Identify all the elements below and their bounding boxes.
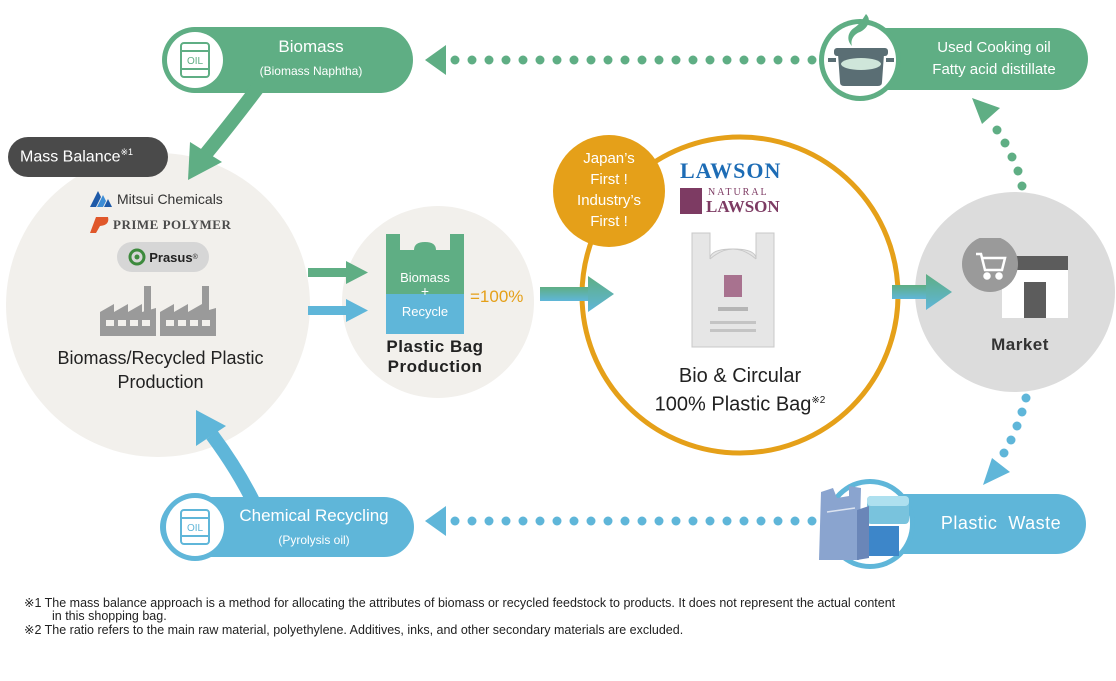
- footnote-1-line2: in this shopping bag.: [52, 609, 167, 623]
- footnote-1-line1: ※1 The mass balance approach is a method…: [24, 596, 896, 610]
- bag-biomass-label: Biomass: [400, 270, 450, 285]
- product-note: ※2: [811, 395, 826, 406]
- shopping-bag-icon: [688, 225, 778, 350]
- dotted-arrow-market-down: [983, 393, 1031, 485]
- mitsui-mark-icon: [90, 191, 112, 207]
- split-bag-icon: [384, 232, 466, 336]
- biomass-subtitle: (Biomass Naphtha): [259, 64, 363, 78]
- shopping-cart-icon: [976, 252, 1007, 280]
- product-line2-wrap: 100% Plastic Bag※2: [620, 389, 860, 417]
- waste-label: Plastic Waste: [940, 513, 1062, 533]
- waste-bags-icon: [815, 482, 915, 562]
- arrow-green-right: [308, 268, 346, 277]
- mitsui-logo: Mitsui Chemicals: [88, 188, 223, 210]
- arrow-chem-up: [206, 430, 262, 509]
- first-badge: [553, 135, 665, 247]
- market-icon: [962, 236, 1070, 318]
- prasus-mark-icon: [128, 248, 146, 266]
- biomass-title: Biomass: [278, 37, 344, 56]
- prime-text: PRIME POLYMER: [113, 217, 232, 232]
- dotted-arrow-bottom: [425, 506, 817, 536]
- used-oil-line2: Fatty acid distillate: [932, 61, 1056, 78]
- chem-oil-drum-icon-label: OIL: [187, 523, 204, 534]
- production-circle: [6, 153, 310, 457]
- prasus-logo: Prasus®: [117, 242, 209, 272]
- production-line2: Production: [117, 372, 204, 392]
- cooking-pot-icon: [828, 8, 894, 88]
- chem-title: Chemical Recycling: [239, 506, 389, 525]
- used-oil-line1: Used Cooking oil: [937, 39, 1051, 56]
- prasus-registered-mark: ®: [192, 253, 198, 261]
- bag-production-line2: Production: [387, 357, 483, 376]
- dotted-arrow-top: [425, 45, 817, 75]
- chem-subtitle: (Pyrolysis oil): [278, 533, 350, 547]
- factory-icon: [98, 284, 220, 338]
- badge-line2: First !: [590, 171, 628, 188]
- natural-lawson-small: NATURAL: [708, 187, 769, 198]
- product-line2: 100% Plastic Bag: [654, 393, 812, 416]
- lawson-logo: LAWSON: [680, 158, 782, 183]
- badge-text: Japan’s First ! Industry’s First !: [555, 148, 663, 232]
- prasus-text: Prasus: [149, 249, 193, 265]
- mitsui-text: Mitsui Chemicals: [117, 191, 223, 207]
- mass-balance-pill: [8, 137, 168, 177]
- mass-balance-label: Mass Balance※1: [20, 147, 133, 166]
- production-line1: Biomass/Recycled Plastic: [57, 348, 264, 368]
- arrow-blue-right: [308, 306, 346, 315]
- mass-balance-text: Mass Balance: [20, 148, 121, 166]
- arrow-biomass-down: [199, 77, 268, 160]
- oil-drum-icon-label: OIL: [187, 56, 204, 67]
- mass-balance-note: ※1: [120, 147, 134, 157]
- equals-100-label: =100%: [470, 287, 524, 306]
- bag-production-line1: Plastic Bag: [386, 337, 484, 356]
- chem-oil-drum-icon: OIL: [179, 507, 211, 547]
- bag-recycle-label: Recycle: [401, 304, 449, 319]
- biomass-pill: [165, 27, 413, 93]
- badge-line1: Japan’s: [583, 150, 635, 167]
- product-line1: Bio & Circular: [678, 365, 802, 387]
- oil-drum-icon: OIL: [179, 40, 211, 80]
- badge-line3: Industry’s: [577, 192, 641, 209]
- prime-mark-icon: [90, 217, 109, 233]
- bag-plus-label: +: [420, 283, 430, 299]
- arrow-to-market: [892, 285, 928, 299]
- dotted-arrow-market-up: [972, 98, 1027, 191]
- prime-polymer-logo: PRIME POLYMER: [88, 214, 231, 236]
- badge-line4: First !: [590, 213, 628, 230]
- natural-lawson-emblem: [680, 188, 702, 214]
- footnote-2: ※2 The ratio refers to the main raw mate…: [24, 623, 684, 637]
- natural-lawson-big: LAWSON: [706, 197, 780, 216]
- market-label: Market: [991, 335, 1049, 354]
- arrow-to-product: [540, 287, 590, 301]
